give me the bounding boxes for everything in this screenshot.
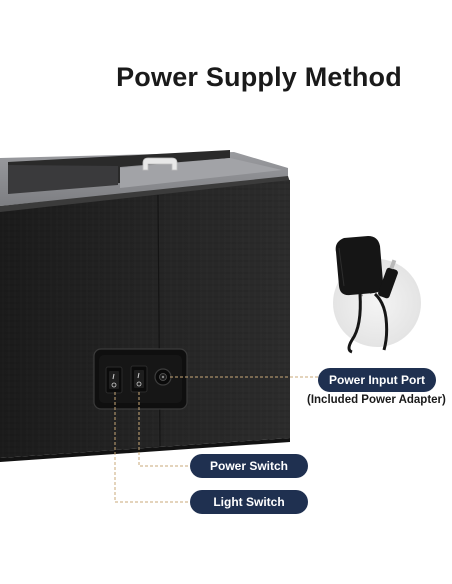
power-switch-icon[interactable] xyxy=(130,365,148,393)
box-handle xyxy=(142,157,178,171)
power-switch-label: Power Switch xyxy=(190,454,308,478)
leader-power-switch xyxy=(138,392,190,467)
watch-winder-box xyxy=(0,150,290,462)
light-switch-label: Light Switch xyxy=(190,490,308,514)
leader-lines xyxy=(114,376,318,503)
box-left-compartment xyxy=(8,165,118,194)
box-top-rim xyxy=(0,176,290,213)
page-title: Power Supply Method xyxy=(116,62,402,92)
box-inner-felt xyxy=(120,158,282,188)
power-adapter-icon xyxy=(333,236,421,354)
control-panel xyxy=(93,348,188,410)
dc-port-icon[interactable] xyxy=(154,368,172,386)
leader-light-switch xyxy=(114,392,190,503)
included-adapter-label: (Included Power Adapter) xyxy=(307,394,446,406)
power-input-port-label: Power Input Port xyxy=(318,368,436,392)
light-switch-icon[interactable] xyxy=(105,366,123,394)
box-bottom-edge xyxy=(0,438,290,462)
